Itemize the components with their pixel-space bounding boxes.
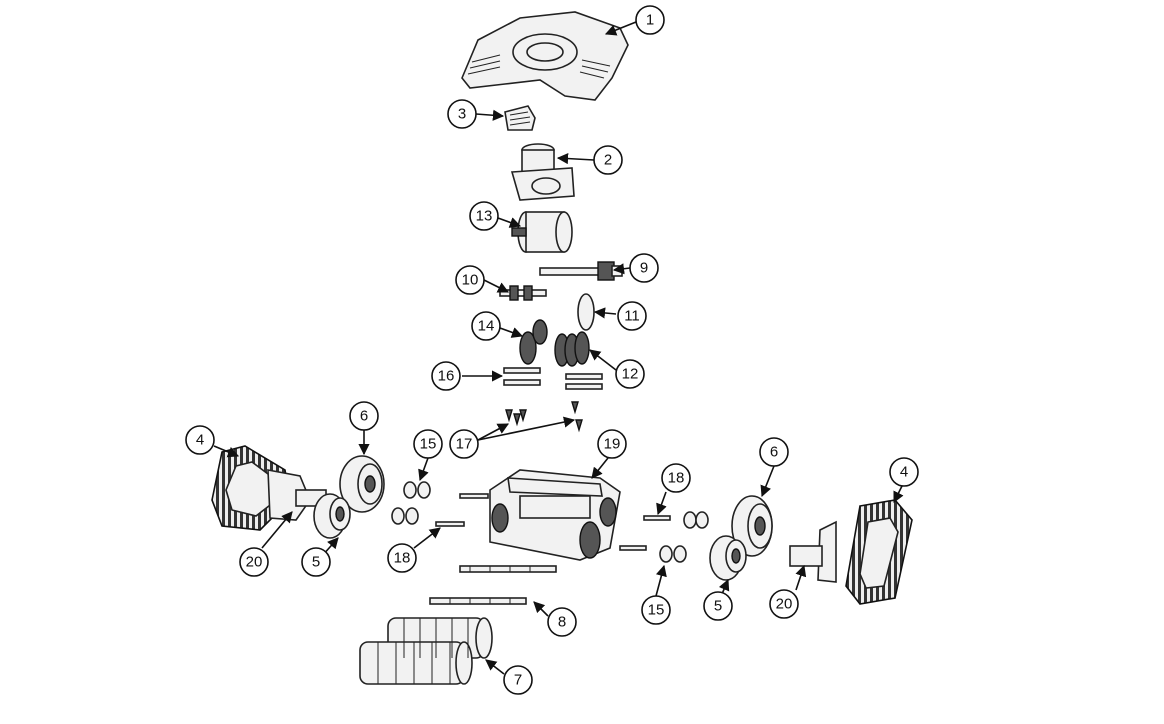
part-motor-housing — [510, 143, 575, 201]
callout-3-label: 3 — [458, 106, 466, 123]
part-side-frame-right — [789, 520, 837, 583]
callout-15-right: 15 — [641, 595, 671, 625]
callout-19: 19 — [597, 429, 627, 459]
callout-8-label: 8 — [558, 614, 566, 631]
callout-13: 13 — [469, 201, 499, 231]
part-wheel-right-small — [709, 535, 747, 581]
callout-10-label: 10 — [462, 272, 479, 289]
callout-10: 10 — [455, 265, 485, 295]
part-pins — [435, 493, 671, 551]
callout-6-right: 6 — [759, 437, 789, 467]
part-drive-shaft — [539, 261, 623, 281]
callout-9-label: 9 — [640, 260, 648, 277]
part-small-shaft — [499, 285, 547, 301]
part-wheel-left-large — [339, 455, 385, 513]
callout-1-label: 1 — [646, 12, 654, 29]
callout-4-right: 4 — [889, 457, 919, 487]
part-gear-stack — [554, 331, 590, 367]
callout-6-right-label: 6 — [770, 444, 778, 461]
callout-15-right-label: 15 — [648, 602, 665, 619]
callout-12: 12 — [615, 359, 645, 389]
part-bearings-left — [391, 481, 431, 525]
part-chassis — [489, 469, 621, 561]
callout-18-left-label: 18 — [394, 550, 411, 567]
callout-7-label: 7 — [514, 672, 522, 689]
callout-6-left-label: 6 — [360, 408, 368, 425]
callout-15-left: 15 — [413, 429, 443, 459]
callout-5-left-label: 5 — [312, 554, 320, 571]
callout-14-label: 14 — [478, 318, 495, 335]
part-brush-rollers — [359, 617, 493, 685]
callout-6-left: 6 — [349, 401, 379, 431]
callout-16-label: 16 — [438, 368, 455, 385]
callout-2-label: 2 — [604, 152, 612, 169]
callout-17-label: 17 — [456, 436, 473, 453]
callout-4-right-label: 4 — [900, 464, 908, 481]
part-bearings-right — [659, 511, 709, 563]
part-rods — [503, 367, 603, 390]
callout-18-left: 18 — [387, 543, 417, 573]
callout-15-left-label: 15 — [420, 436, 437, 453]
part-axle-rods — [429, 565, 557, 605]
callout-20-left: 20 — [239, 547, 269, 577]
callout-7: 7 — [503, 665, 533, 695]
part-gear-small — [519, 319, 548, 365]
callout-20-right-label: 20 — [776, 596, 793, 613]
callout-4-left: 4 — [185, 425, 215, 455]
callout-11: 11 — [617, 301, 647, 331]
part-gear-plate — [577, 293, 595, 331]
callout-19-label: 19 — [604, 436, 621, 453]
callout-20-left-label: 20 — [246, 554, 263, 571]
part-filter-clip — [504, 105, 536, 131]
callout-2: 2 — [593, 145, 623, 175]
callout-12-label: 12 — [622, 366, 639, 383]
part-wheel-right-large — [731, 495, 773, 557]
callout-5-right: 5 — [703, 591, 733, 621]
part-wheel-left-small — [313, 493, 351, 539]
callout-4-left-label: 4 — [196, 432, 204, 449]
callout-14: 14 — [471, 311, 501, 341]
callout-8: 8 — [547, 607, 577, 637]
callout-16: 16 — [431, 361, 461, 391]
callouts: 1 2 3 4 4 5 5 6 6 7 8 9 10 11 12 13 14 1… — [185, 5, 919, 695]
part-top-cover — [461, 11, 629, 101]
callout-17: 17 — [449, 429, 479, 459]
part-side-frame-left — [267, 469, 327, 521]
callout-1: 1 — [635, 5, 665, 35]
callout-9: 9 — [629, 253, 659, 283]
part-impeller-drum — [511, 211, 573, 253]
leader-lines — [213, 21, 904, 675]
callout-18-right: 18 — [661, 463, 691, 493]
callout-11-label: 11 — [624, 308, 640, 325]
callout-20-right: 20 — [769, 589, 799, 619]
part-track-right — [845, 499, 913, 605]
callout-3: 3 — [447, 99, 477, 129]
callout-5-right-label: 5 — [714, 598, 722, 615]
callout-18-right-label: 18 — [668, 470, 685, 487]
callout-5-left: 5 — [301, 547, 331, 577]
part-screws — [505, 401, 583, 433]
callout-13-label: 13 — [476, 208, 493, 225]
